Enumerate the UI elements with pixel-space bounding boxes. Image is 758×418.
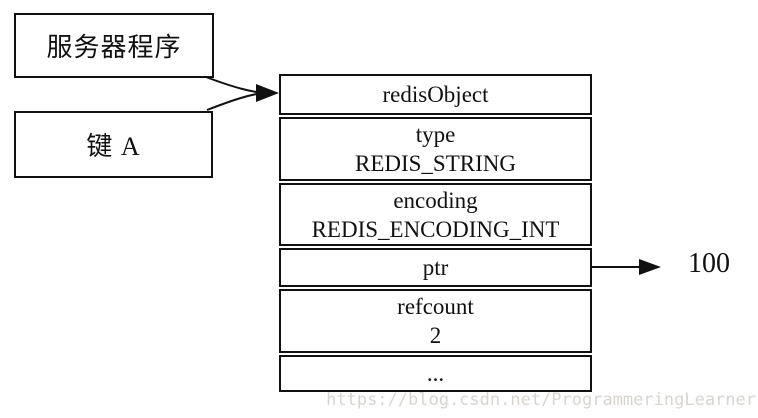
refcount-field-name: refcount bbox=[397, 294, 474, 319]
type-field-value: REDIS_STRING bbox=[354, 151, 516, 176]
server-program-label: 服务器程序 bbox=[46, 33, 182, 62]
ptr-arrowhead bbox=[639, 259, 661, 275]
type-field-name: type bbox=[415, 122, 456, 147]
encoding-row: encoding REDIS_ENCODING_INT bbox=[279, 183, 592, 246]
object-arrowhead bbox=[256, 84, 279, 102]
redis-object-title: redisObject bbox=[382, 82, 489, 107]
key-a-label: 键 A bbox=[86, 132, 141, 161]
refcount-row: refcount 2 bbox=[279, 289, 592, 353]
key-to-object-line bbox=[206, 92, 263, 111]
encoding-field-name: encoding bbox=[393, 187, 478, 213]
ptr-field-name: ptr bbox=[422, 255, 449, 280]
ptr-target-value: 100 bbox=[688, 248, 730, 279]
redis-object-title-row: redisObject bbox=[279, 74, 592, 115]
refcount-field-value: 2 bbox=[429, 323, 442, 348]
encoding-field-value: REDIS_ENCODING_INT bbox=[311, 216, 560, 242]
server-program-box: 服务器程序 bbox=[14, 13, 214, 78]
server-to-object-line bbox=[205, 76, 263, 94]
ellipsis-field-name: ... bbox=[426, 361, 445, 386]
key-a-box: 键 A bbox=[14, 111, 213, 178]
watermark-text: https://blog.csdn.net/ProgrammeringLearn… bbox=[326, 390, 756, 410]
redis-object-table: redisObject type REDIS_STRING encoding R… bbox=[279, 74, 592, 392]
ptr-row: ptr bbox=[279, 248, 592, 287]
type-row: type REDIS_STRING bbox=[279, 117, 592, 181]
ellipsis-row: ... bbox=[279, 355, 592, 392]
